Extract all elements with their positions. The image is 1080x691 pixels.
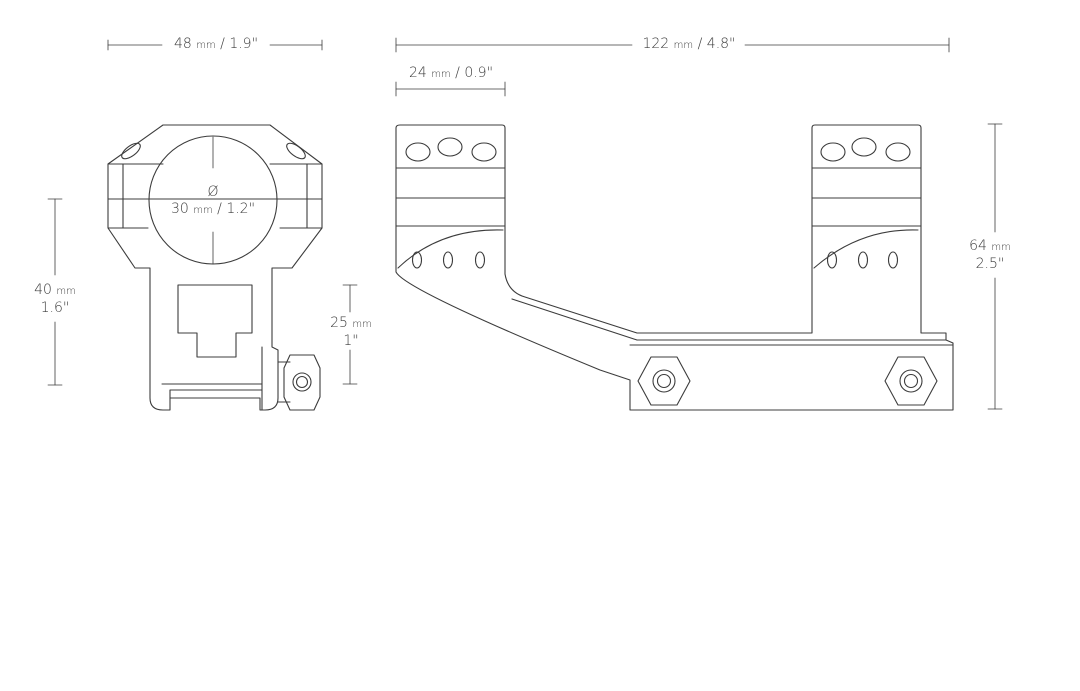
- front-ring-outline: [107, 124, 323, 411]
- dimension-label-ring-width: 24 mm / 0.9": [408, 65, 494, 81]
- clamp-nut: [283, 354, 321, 411]
- dimension-label-length-total: 122 mm / 4.8": [642, 36, 736, 52]
- dimension-lines: [47, 37, 1003, 410]
- dimension-label-base-height: 25 mm 1": [330, 315, 372, 349]
- dimension-label-tube-diameter: Ø 30 mm / 1.2": [163, 184, 263, 219]
- side-view-mount: [395, 124, 954, 411]
- front-view-mount: [107, 124, 323, 411]
- hex-bolt-right: [884, 356, 938, 406]
- recoil-lug-slot: [177, 284, 253, 358]
- dimension-label-total-height: 64 mm 2.5": [969, 238, 1011, 272]
- tube-circle: [148, 135, 278, 265]
- diameter-symbol: Ø: [207, 184, 219, 200]
- side-body-outline: [395, 124, 954, 411]
- dimension-label-width-front: 48 mm / 1.9": [173, 36, 259, 52]
- hex-bolt-left: [637, 356, 691, 406]
- dimension-label-center-height: 40 mm 1.6": [34, 282, 76, 316]
